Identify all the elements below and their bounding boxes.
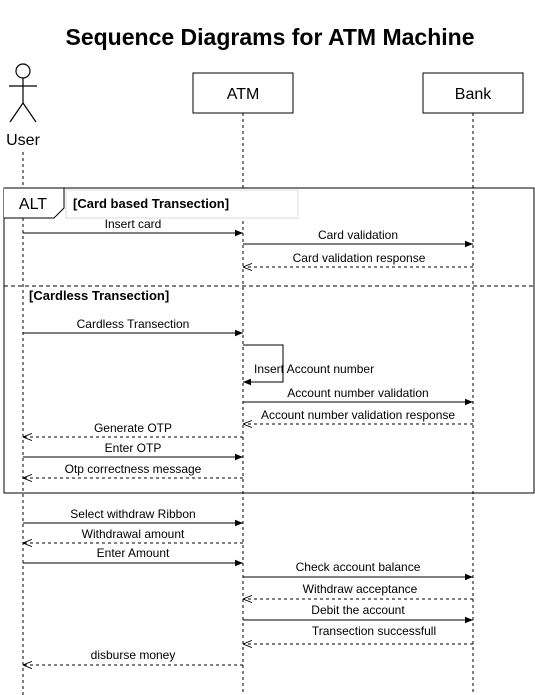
msg-withdrawal-amount: Withdrawal amount (23, 527, 243, 543)
msg-account-number-validation: Account number validation (243, 386, 473, 406)
svg-text:Transection successfull: Transection successfull (312, 624, 436, 638)
msg-check-account-balance: Check account balance (243, 560, 473, 581)
msg-card-validation: Card validation (243, 228, 473, 248)
msg-withdraw-acceptance: Withdraw acceptance (243, 582, 473, 599)
diagram-title: Sequence Diagrams for ATM Machine (65, 24, 475, 50)
svg-text:Insert card: Insert card (105, 217, 162, 231)
msg-transection-successfull: Transection successfull (243, 624, 473, 644)
svg-text:Withdrawal amount: Withdrawal amount (82, 527, 185, 541)
svg-text:Card validation response: Card validation response (293, 251, 426, 265)
alt-operator-tab (4, 187, 65, 219)
svg-text:Cardless Transection: Cardless Transection (77, 317, 190, 331)
guard-card-based: [Card based Transection] (73, 196, 229, 211)
guard-box (65, 189, 299, 219)
msg-enter-otp: Enter OTP (23, 441, 243, 461)
msg-select-withdraw-ribbon: Select withdraw Ribbon (23, 507, 243, 527)
msg-enter-amount: Enter Amount (23, 546, 243, 567)
msg-insert-card: Insert card (23, 217, 243, 237)
svg-text:Insert Account number: Insert Account number (254, 362, 374, 376)
msg-generate-otp: Generate OTP (23, 421, 243, 437)
user-actor-icon (9, 63, 37, 123)
svg-text:Check account balance: Check account balance (296, 560, 421, 574)
svg-text:Account number validation: Account number validation (287, 386, 428, 400)
svg-text:Select withdraw Ribbon: Select withdraw Ribbon (70, 507, 195, 521)
msg-insert-account-number: Insert Account number (243, 344, 374, 386)
msg-debit-the-account: Debit the account (243, 603, 473, 624)
msg-otp-correctness-message: Otp correctness message (23, 462, 243, 478)
alt-operator-label: ALT (19, 196, 47, 213)
msg-account-number-validation-response: Account number validation response (243, 408, 473, 424)
svg-text:Card validation: Card validation (318, 228, 398, 242)
atm-participant-label: ATM (227, 86, 260, 103)
msg-disburse-money: disburse money (23, 648, 243, 665)
svg-text:Otp correctness message: Otp correctness message (65, 462, 202, 476)
svg-text:Enter Amount: Enter Amount (97, 546, 170, 560)
alt-fragment-frame (3, 187, 535, 494)
bank-participant-label: Bank (455, 86, 492, 103)
svg-text:Account number validation resp: Account number validation response (261, 408, 455, 422)
atm-participant-box (192, 72, 294, 114)
svg-text:Withdraw acceptance: Withdraw acceptance (303, 582, 418, 596)
svg-text:Debit the account: Debit the account (311, 603, 405, 617)
user-actor-label: User (6, 132, 40, 149)
svg-text:disburse money: disburse money (91, 648, 176, 662)
guard-cardless: [Cardless Transection] (29, 288, 169, 303)
msg-cardless-transection: Cardless Transection (23, 317, 243, 337)
msg-card-validation-response: Card validation response (243, 251, 473, 267)
svg-text:Generate OTP: Generate OTP (94, 421, 172, 435)
svg-text:Enter OTP: Enter OTP (105, 441, 162, 455)
